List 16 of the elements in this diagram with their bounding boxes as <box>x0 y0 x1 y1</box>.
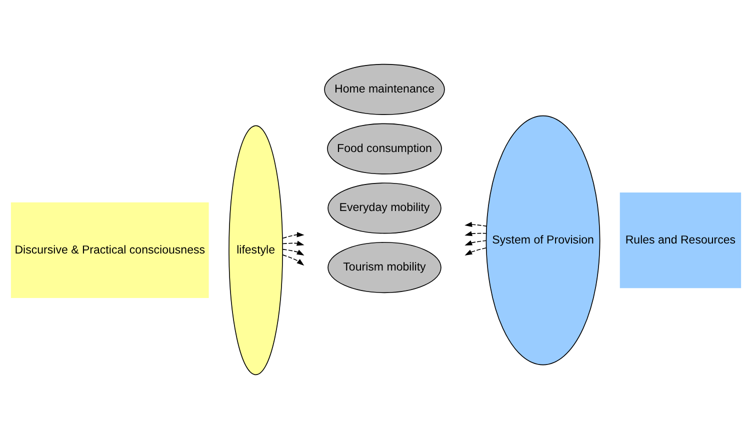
arrow <box>464 240 487 246</box>
node-ellipse: System of Provision <box>486 115 600 366</box>
node-ellipse: Home maintenance <box>324 64 445 115</box>
arrow <box>464 231 487 236</box>
node-ellipse: Everyday mobility <box>328 182 442 234</box>
node-ellipse: lifestyle <box>228 125 283 376</box>
arrow <box>282 248 304 256</box>
arrow <box>464 222 487 228</box>
node-box: Rules and Resources <box>620 192 742 288</box>
arrow <box>282 232 304 239</box>
node-ellipse: Tourism mobility <box>328 242 442 294</box>
node-box: Discursive & Practical consciousness <box>10 202 209 298</box>
arrow <box>464 247 487 256</box>
node-ellipse: Food consumption <box>327 123 442 174</box>
arrow <box>282 240 304 246</box>
arrow <box>282 254 304 266</box>
